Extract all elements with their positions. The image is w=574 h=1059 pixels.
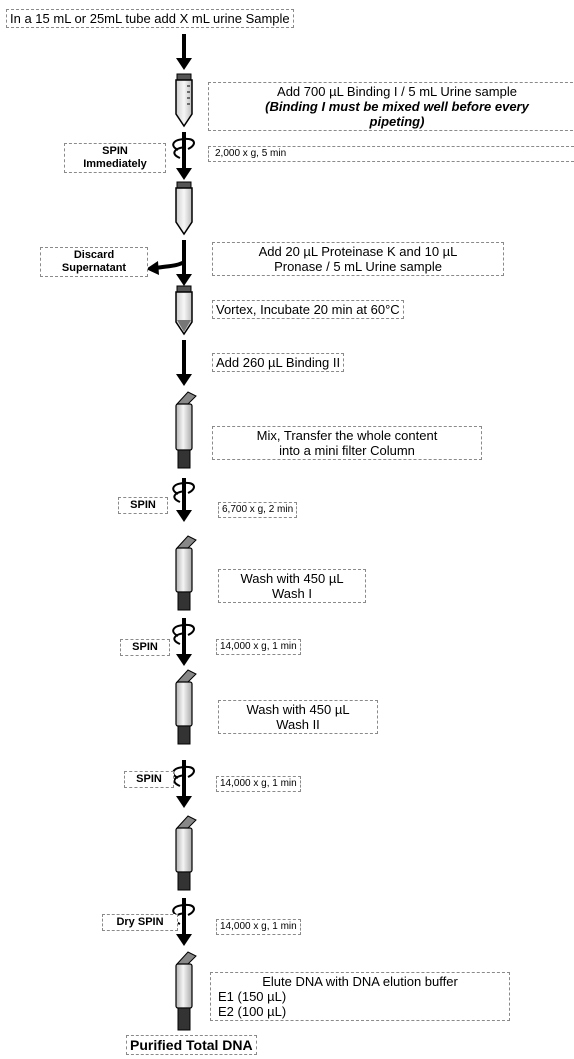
spin-label-text: SPIN	[130, 499, 156, 511]
spin-label-text: SPIN	[132, 641, 158, 653]
step-wash-ii: Wash with 450 µL Wash II	[218, 700, 378, 734]
final-product-text: Purified Total DNA	[130, 1037, 253, 1053]
step-text: Vortex, Incubate 20 min at 60°C	[216, 302, 400, 317]
spin-label: SPIN Immediately	[64, 143, 166, 173]
step-vortex: Vortex, Incubate 20 min at 60°C	[212, 300, 404, 319]
discard-label: Discard Supernatant	[40, 247, 148, 277]
step-transfer: Mix, Transfer the whole content into a m…	[212, 426, 482, 460]
spin-label-text: SPIN	[102, 145, 128, 157]
step-text: Add 260 µL Binding II	[216, 355, 341, 370]
step-note: (Binding I must be mixed well before eve…	[265, 99, 529, 114]
step-elute: Elute DNA with DNA elution buffer E1 (15…	[210, 972, 510, 1021]
step-binding-i: Add 700 µL Binding I / 5 mL Urine sample…	[208, 82, 574, 131]
spin-condition: 2,000 x g, 5 min	[208, 146, 574, 162]
mini-filter-column-icon	[175, 669, 197, 745]
step-text: Add 20 µL Proteinase K and 10 µL	[258, 244, 458, 259]
spin-label-text: SPIN	[136, 773, 162, 785]
step-proteinase: Add 20 µL Proteinase K and 10 µL Pronase…	[212, 242, 504, 276]
spin-condition-text: 14,000 x g, 1 min	[220, 778, 297, 789]
spin-label: SPIN	[120, 639, 170, 656]
step-wash-i: Wash with 450 µL Wash I	[218, 569, 366, 603]
step-text: into a mini filter Column	[279, 443, 415, 458]
conical-tube-icon	[175, 181, 193, 236]
discard-branch-arrow	[146, 240, 192, 286]
step-text: Wash with 450 µL	[240, 571, 344, 586]
discard-label-text: Discard	[73, 249, 115, 261]
spin-label: SPIN	[124, 771, 174, 788]
step-text: Elute DNA with DNA elution buffer	[262, 974, 458, 989]
spin-label-text: Immediately	[83, 158, 147, 170]
step-start: In a 15 mL or 25mL tube add X mL urine S…	[6, 9, 294, 28]
spin-condition: 14,000 x g, 1 min	[216, 776, 301, 792]
mini-filter-column-icon	[175, 391, 197, 469]
spin-condition-text: 14,000 x g, 1 min	[220, 641, 297, 652]
spin-condition-text: 2,000 x g, 5 min	[215, 148, 287, 159]
spin-condition: 14,000 x g, 1 min	[216, 919, 301, 935]
spin-condition-text: 14,000 x g, 1 min	[220, 921, 297, 932]
step-text: Wash I	[272, 586, 312, 601]
spin-label-text: Dry SPIN	[116, 916, 164, 928]
spin-condition: 6,700 x g, 2 min	[218, 502, 298, 518]
step-text: Mix, Transfer the whole content	[256, 428, 438, 443]
spin-condition-text: 6,700 x g, 2 min	[222, 504, 294, 515]
final-product: Purified Total DNA	[126, 1035, 257, 1055]
spin-arrow-icon	[172, 618, 195, 666]
step-binding-ii: Add 260 µL Binding II	[212, 353, 345, 372]
spin-label: SPIN	[118, 497, 168, 514]
step-text: Wash II	[276, 717, 320, 732]
step-text: Wash with 450 µL	[246, 702, 350, 717]
down-arrow-1	[176, 34, 192, 70]
step-text: In a 15 mL or 25mL tube add X mL urine S…	[10, 11, 290, 26]
mini-filter-column-icon	[175, 535, 197, 611]
spin-arrow-icon	[172, 760, 195, 808]
discard-label-text: Supernatant	[61, 262, 127, 274]
spin-arrow-icon	[172, 478, 195, 522]
down-arrow-2	[176, 340, 192, 386]
spin-label: Dry SPIN	[102, 914, 178, 931]
mini-filter-column-icon	[175, 951, 197, 1031]
spin-arrow-icon	[172, 132, 195, 180]
mini-filter-column-icon	[175, 815, 197, 891]
conical-tube-icon	[175, 285, 193, 336]
step-text: Pronase / 5 mL Urine sample	[274, 259, 442, 274]
eluate-e2: E2 (100 µL)	[218, 1004, 287, 1019]
spin-condition: 14,000 x g, 1 min	[216, 639, 301, 655]
conical-tube-icon	[175, 73, 193, 128]
step-note: pipeting)	[369, 114, 425, 129]
step-text: Add 700 µL Binding I / 5 mL Urine sample	[277, 84, 517, 99]
eluate-e1: E1 (150 µL)	[218, 989, 287, 1004]
